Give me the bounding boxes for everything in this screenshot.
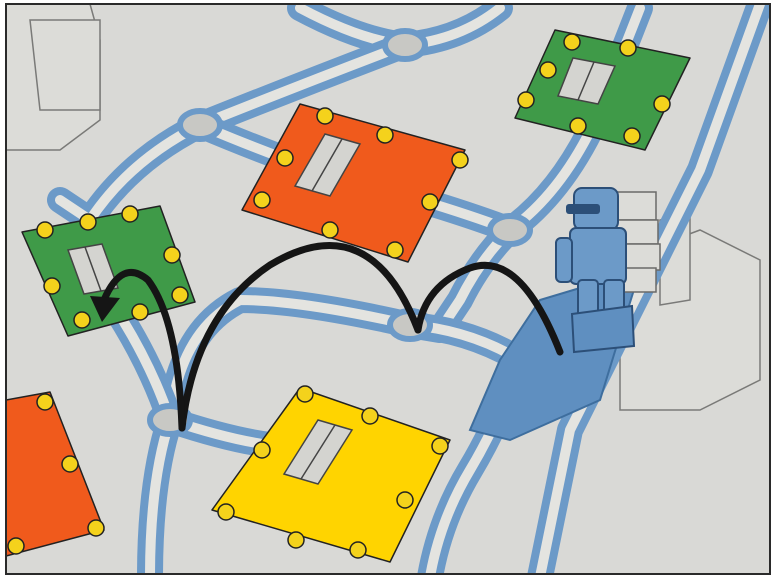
orange-pad-bottom-left[interactable] [6, 391, 105, 557]
green-pad-left[interactable] [21, 205, 196, 337]
junction-node [487, 213, 533, 247]
robot-arm [555, 237, 573, 283]
building-structures [6, 4, 761, 411]
frame-border [5, 3, 771, 575]
robot-body [569, 227, 627, 285]
junction-node [177, 108, 223, 142]
yellow-pad-bottom-center[interactable] [211, 385, 451, 563]
blue-robot[interactable] [555, 187, 661, 354]
orange-pad-top-center[interactable] [241, 103, 469, 263]
junction-node [382, 28, 428, 62]
building-top-left-face [29, 19, 101, 111]
robot-visor [566, 204, 600, 214]
robot-base [570, 304, 636, 354]
green-pad-top-right[interactable] [514, 29, 691, 151]
curved-jump-arrow [90, 242, 564, 432]
